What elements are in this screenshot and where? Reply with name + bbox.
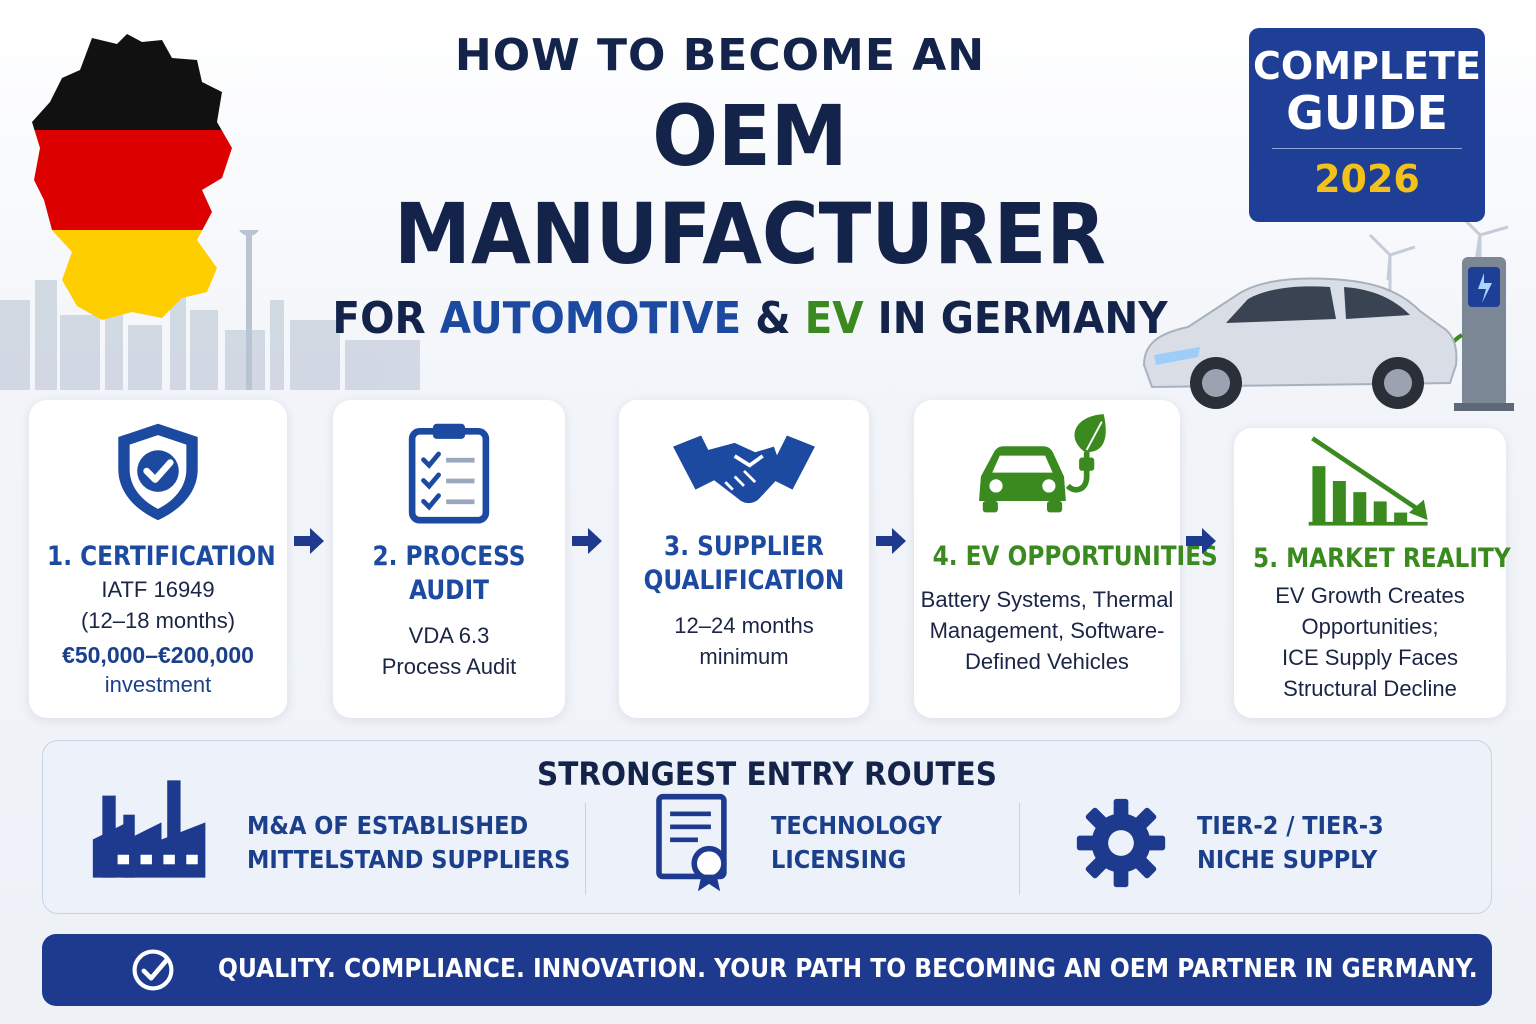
check-circle-icon (132, 949, 174, 991)
electric-car-charging-illustration (1142, 215, 1514, 411)
route-label: LICENSING (771, 845, 907, 874)
step-detail: EV Growth Creates (1275, 583, 1465, 608)
clipboard-checklist-icon (408, 423, 490, 524)
title-ev: EV (804, 293, 864, 344)
arrow-right-icon (572, 528, 602, 554)
route-divider (1019, 803, 1020, 895)
badge-line-2: GUIDE (1286, 86, 1448, 140)
handshake-icon (673, 435, 815, 504)
step-detail: Defined Vehicles (965, 649, 1129, 674)
factory-icon (92, 780, 206, 878)
step-detail: Structural Decline (1283, 676, 1457, 701)
step-detail: Management, Software- (929, 618, 1165, 643)
route-label: M&A OF ESTABLISHED (247, 811, 529, 840)
step-title: 5. MARKET REALITY (1253, 543, 1511, 574)
title-line-3-post: IN GERMANY (863, 293, 1168, 344)
step-detail: VDA 6.3 (408, 623, 490, 648)
arrow-right-icon (1186, 528, 1216, 554)
gear-icon (1076, 798, 1166, 888)
ev-car-plug-icon (979, 414, 1106, 513)
badge-year: 2026 (1314, 157, 1420, 201)
step-title: 2. PROCESS (372, 541, 526, 572)
step-card-ev-opportunities: 4. EV OPPORTUNITIES Battery Systems, The… (914, 400, 1218, 718)
title-automotive: AUTOMOTIVE (439, 293, 742, 344)
step-card-market-reality: 5. MARKET REALITY EV Growth Creates Oppo… (1234, 428, 1511, 718)
route-divider (585, 803, 586, 895)
route-label: MITTELSTAND SUPPLIERS (247, 845, 571, 874)
declining-chart-icon (1308, 436, 1428, 526)
arrow-right-icon (294, 528, 324, 554)
step-detail: Battery Systems, Thermal (920, 587, 1174, 612)
step-detail: (12–18 months) (80, 608, 236, 633)
route-label: NICHE SUPPLY (1197, 845, 1378, 874)
step-title: 4. EV OPPORTUNITIES (932, 541, 1218, 572)
certificate-icon (656, 793, 727, 892)
entry-routes-panel: STRONGEST ENTRY ROUTES M&A OF ESTABLISHE… (42, 740, 1492, 914)
arrow-right-icon (876, 528, 906, 554)
step-title: QUALIFICATION (643, 565, 845, 596)
complete-guide-badge: COMPLETE GUIDE 2026 (1249, 28, 1485, 222)
step-detail: minimum (699, 644, 789, 669)
title-line-3-pre: FOR (332, 293, 440, 344)
germany-flag-map-icon (32, 34, 232, 320)
route-niche-supply: TIER-2 / TIER-3 NICHE SUPPLY (1073, 798, 1453, 901)
footer-banner: QUALITY. COMPLIANCE. INNOVATION. YOUR PA… (42, 934, 1492, 1006)
step-detail: Opportunities; (1301, 614, 1439, 639)
step-card-certification: 1. CERTIFICATION IATF 16949 (12–18 month… (29, 400, 287, 718)
title-ampersand: & (741, 293, 805, 344)
step-card-process-audit: 2. PROCESS AUDIT VDA 6.3 Process Audit (333, 400, 565, 718)
shield-check-icon (118, 423, 198, 521)
step-detail: 12–24 months (674, 613, 814, 638)
step-cost: €50,000–€200,000 (62, 642, 254, 668)
badge-line-1: COMPLETE (1253, 44, 1481, 88)
step-cost-note: investment (104, 672, 212, 697)
title-line-3: FOR AUTOMOTIVE & EV IN GERMANY (308, 293, 1191, 344)
step-detail: IATF 16949 (101, 577, 215, 602)
step-card-supplier-qualification: 3. SUPPLIER QUALIFICATION 12–24 months m… (619, 400, 869, 718)
footer-text: QUALITY. COMPLIANCE. INNOVATION. YOUR PA… (218, 954, 1478, 984)
route-mna: M&A OF ESTABLISHED MITTELSTAND SUPPLIERS (89, 780, 589, 901)
title-line-1: HOW TO BECOME AN (454, 30, 986, 81)
step-title: 1. CERTIFICATION (47, 541, 276, 572)
step-title: AUDIT (409, 575, 489, 606)
route-licensing: TECHNOLOGY LICENSING (655, 793, 1015, 901)
step-detail: ICE Supply Faces (1281, 645, 1459, 670)
title-block: HOW TO BECOME AN OEM MANUFACTURER FOR AU… (270, 30, 1230, 344)
route-label: TECHNOLOGY (771, 811, 942, 840)
title-main: OEM MANUFACTURER (394, 87, 1106, 283)
route-label: TIER-2 / TIER-3 (1197, 811, 1384, 840)
entry-routes-title: STRONGEST ENTRY ROUTES (537, 755, 997, 793)
badge-divider (1272, 148, 1462, 149)
step-detail: Process Audit (381, 654, 517, 679)
step-title: 3. SUPPLIER (664, 531, 824, 562)
